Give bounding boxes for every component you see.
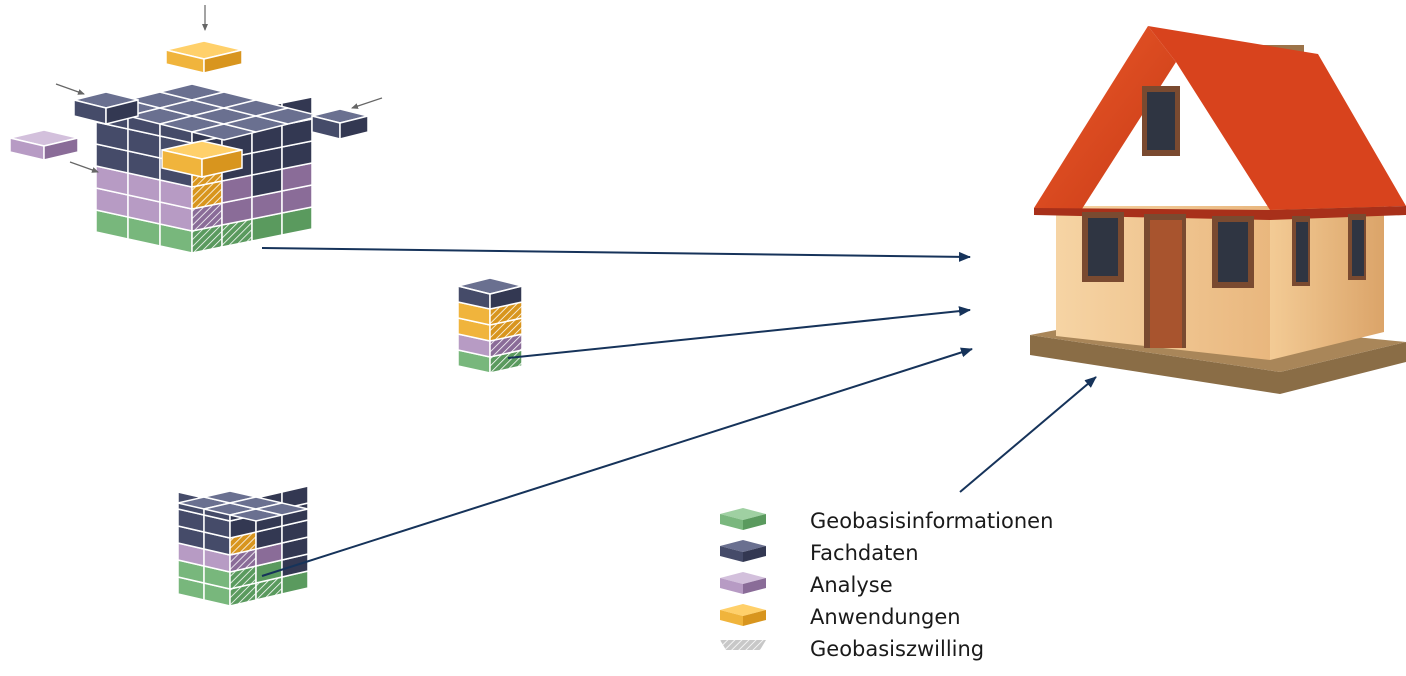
block-hatch [230,549,256,572]
block-face [201,149,243,178]
block-hatch [230,566,256,589]
legend-swatch-fachdaten [720,540,766,562]
arrow-legend-to-house [959,376,1097,493]
arrow-big-cube-to-house [261,247,971,262]
arrow-small-column-to-house [507,306,971,359]
legend-swatch-geobasis [720,508,766,530]
block-face [489,285,523,295]
legend-label-geobasis: Geobasisinformationen [810,509,1053,533]
house-icon [1030,26,1406,394]
incoming-arrows [55,5,383,173]
small-data-column [457,277,523,374]
block-hatch [222,219,252,247]
arrow-medium-cube-to-house [261,347,973,577]
block-face [203,49,243,74]
medium-data-cube [177,485,309,607]
legend-label-zwilling: Geobasiszwilling [810,637,984,661]
incoming-arrow-left [55,83,85,95]
incoming-arrow-lower-left [69,161,99,173]
block-hatch [192,203,222,231]
legend-label-analyse: Analyse [810,573,893,597]
legend-item-zwilling: Geobasiszwilling [720,637,984,661]
block-hatch [256,577,282,600]
block-top [255,502,309,516]
block-face [105,99,139,125]
block-hatch [230,583,256,606]
legend-item-anwendungen: Anwendungen [720,604,961,629]
incoming-arrow-right [351,97,383,109]
block-hatch [192,181,222,209]
block-face [339,115,369,140]
legend-item-analyse: Analyse [720,572,893,597]
legend-swatch-anwendungen [720,604,766,626]
legend: Geobasisinformationen Fachdaten Analyse [720,508,1053,661]
connector-arrows [261,247,1097,577]
block-hatch [192,225,222,253]
legend-item-fachdaten: Fachdaten [720,540,919,565]
legend-item-geobasis: Geobasisinformationen [720,508,1053,533]
legend-label-fachdaten: Fachdaten [810,541,919,565]
big-data-cube [9,40,369,254]
legend-label-anwendungen: Anwendungen [810,605,961,629]
legend-swatch-zwilling [720,640,766,650]
legend-swatch-analyse [720,572,766,594]
block-face [43,137,79,161]
block-hatch [230,532,256,555]
